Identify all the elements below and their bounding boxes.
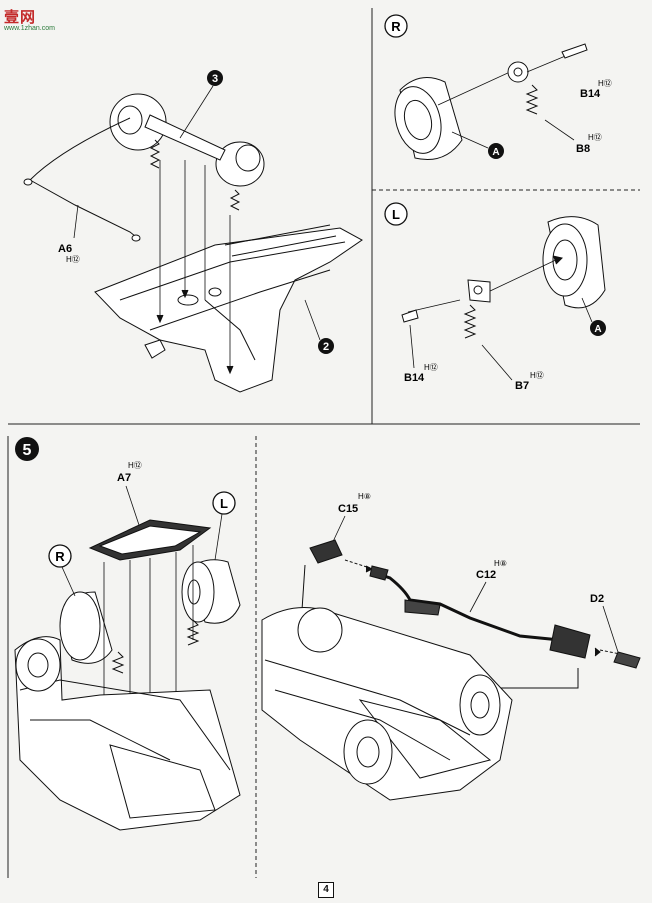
- step5-side-r-badge: R: [48, 544, 76, 597]
- part-c12-runner: H⑧: [494, 559, 507, 568]
- detail-r-b8-runner: H⑫: [588, 133, 602, 142]
- watermark-url: www.1zhan.com: [4, 25, 55, 32]
- step4-callout-2-text: 2: [323, 341, 329, 353]
- step5-side-l-badge: L: [212, 491, 236, 561]
- part-a6-runner: H⑫: [66, 255, 80, 264]
- step4-chassis-drawing: [23, 93, 363, 393]
- step4-callout-3-text: 3: [212, 73, 218, 85]
- step4-callout-3: 3: [179, 70, 223, 139]
- step4-callout-2: 2: [304, 299, 334, 354]
- part-d2: D2: [590, 593, 604, 605]
- detail-r-side: R: [391, 19, 401, 34]
- detail-l-b14: B14: [404, 372, 425, 384]
- detail-l-badge: L: [384, 202, 408, 226]
- step5-number-text: 5: [23, 442, 32, 459]
- step5-number: 5: [15, 437, 39, 461]
- part-a6: A6: [58, 243, 72, 255]
- detail-r-tire-callout: A: [451, 131, 504, 159]
- part-c12: C12: [476, 569, 496, 581]
- panel-dividers: [7, 8, 640, 878]
- detail-l-b14-runner: H⑫: [424, 363, 438, 372]
- detail-l-b7-runner: H⑫: [530, 371, 544, 380]
- page-number: 4: [318, 882, 334, 898]
- step5-side-r: R: [55, 549, 65, 564]
- detail-l-tire: A: [594, 324, 601, 335]
- watermark-logo: 壹网: [4, 9, 37, 26]
- step5-left-drawing: [14, 519, 241, 831]
- detail-l-tire-callout: A: [581, 297, 606, 336]
- detail-l-drawing: [401, 216, 606, 339]
- detail-r-b8: B8: [576, 143, 590, 155]
- detail-l-b7: B7: [515, 380, 529, 392]
- detail-r-b14: B14: [580, 88, 601, 100]
- detail-r-b14-runner: H⑫: [598, 79, 612, 88]
- part-a7-runner: H⑫: [128, 461, 142, 470]
- detail-r-tire: A: [492, 147, 499, 158]
- part-a6-label: A6 H⑫: [58, 204, 80, 264]
- detail-r-badge: R: [384, 14, 408, 38]
- part-a7: A7: [117, 472, 131, 484]
- part-c15-runner: H⑧: [358, 492, 371, 501]
- detail-r-drawing: [394, 43, 588, 160]
- step5-side-l: L: [220, 496, 228, 511]
- detail-l-side: L: [392, 207, 400, 222]
- step5-right-drawing: [261, 539, 641, 801]
- part-c15: C15: [338, 503, 358, 515]
- watermark: 壹网 www.1zhan.com: [4, 6, 55, 32]
